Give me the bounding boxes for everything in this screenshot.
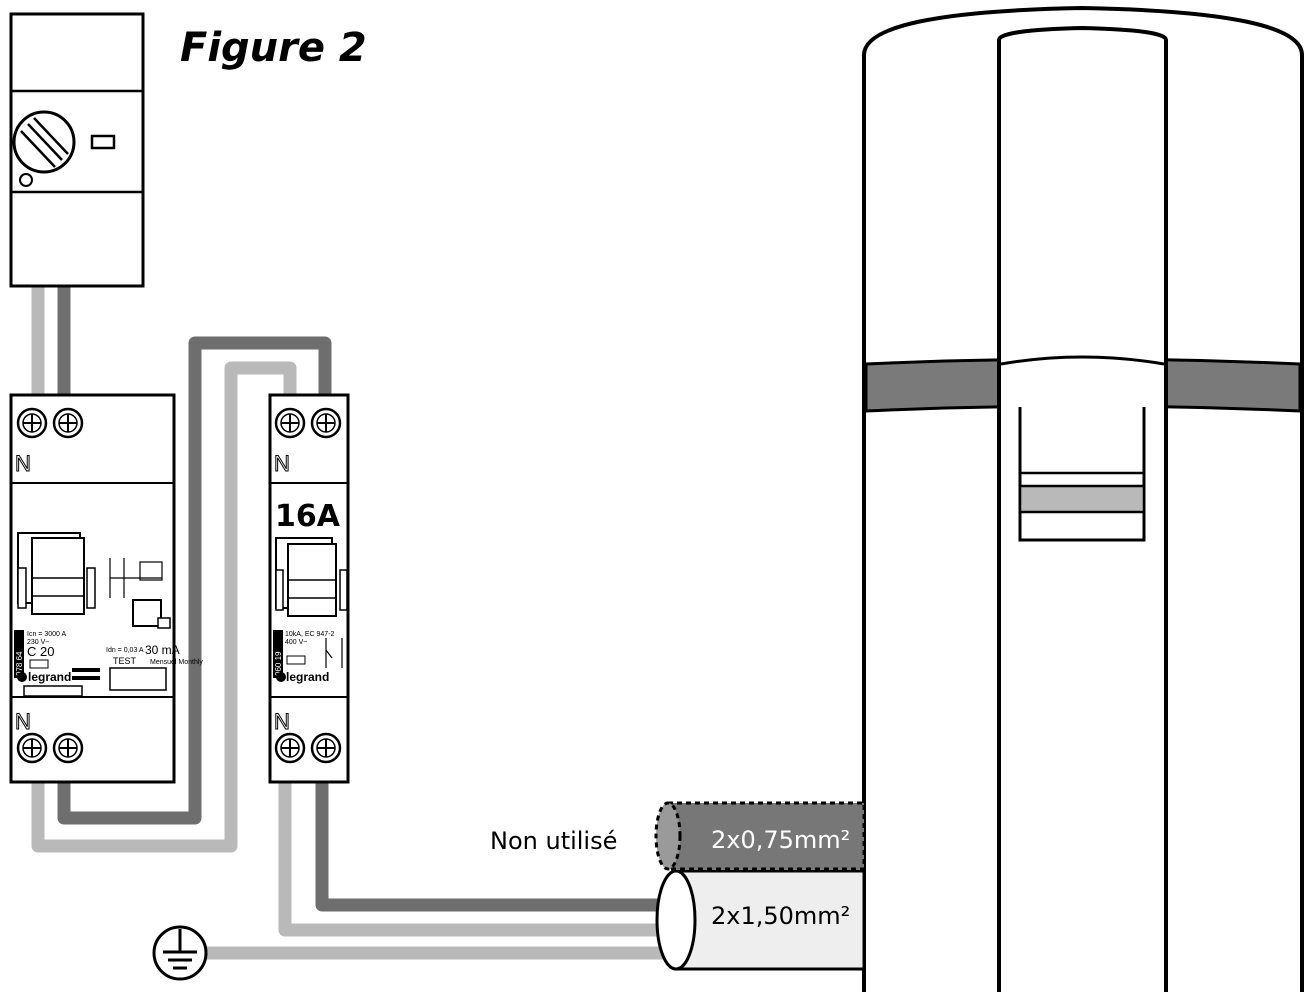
cable-large: 2x1,50mm² [655, 869, 866, 971]
water-heater [862, 5, 1304, 992]
screw-terminal-icon [16, 407, 48, 439]
terminal-n-label-bottom: N [274, 709, 290, 734]
isolator-switch-box [9, 12, 145, 288]
rcd-rating: C 20 [27, 644, 54, 659]
breaker-rating: 16A [275, 499, 341, 534]
rcd-device: N 078 64 Icn = 3000 A 230 V~ C 20 Idn = … [9, 393, 203, 784]
earth-ground-icon [152, 925, 208, 981]
rcd-test[interactable]: TEST [113, 656, 137, 666]
screw-terminal-icon [274, 407, 306, 439]
breaker-spec: 10kA, EC 947-2 [285, 631, 335, 638]
screw-terminal-icon [52, 407, 84, 439]
screw-terminal-icon [52, 732, 84, 764]
terminal-n-label: N [274, 451, 290, 476]
cable-entry-hatch [1018, 407, 1146, 542]
unused-label: Non utilisé [490, 827, 617, 855]
rotary-switch-icon [12, 110, 76, 174]
rcd-idn: Idn = 0,03 A [106, 647, 144, 654]
terminal-n-label: N [15, 451, 31, 476]
wires [31, 286, 670, 960]
rcd-brand: legrand [28, 670, 71, 684]
rcd-ref: 078 64 [15, 651, 24, 676]
rcd-icn: Icn = 3000 A [27, 631, 66, 638]
wire-light-rcd-breaker [31, 361, 297, 853]
screw-terminal-icon [16, 732, 48, 764]
cable-large-label: 2x1,50mm² [711, 902, 850, 930]
breaker-voltage: 400 V~ [285, 639, 307, 646]
rcd-voltage: 230 V~ [27, 639, 49, 646]
screw-terminal-icon [310, 732, 342, 764]
wire-dark-breaker-cable [315, 782, 670, 912]
screw-terminal-icon [310, 407, 342, 439]
wire-dark-rcd-breaker [57, 336, 332, 825]
breaker-brand: legrand [286, 670, 329, 684]
figure-title: Figure 2 [180, 25, 367, 71]
wire-light-breaker-cable [278, 782, 670, 937]
breaker-ref: 060 19 [274, 651, 283, 676]
cable-small-unused: 2x0,75mm² [654, 801, 866, 871]
terminal-n-label-bottom: N [15, 709, 31, 734]
screw-terminal-icon [274, 732, 306, 764]
rcd-monthly: Mensuel Monthly [150, 659, 203, 666]
rcd-sensitivity: 30 mA [145, 643, 180, 657]
cable-small-label: 2x0,75mm² [711, 826, 850, 854]
circuit-breaker-device: N 16A 060 19 10kA, EC 947-2 400 V~ legra… [268, 393, 350, 784]
